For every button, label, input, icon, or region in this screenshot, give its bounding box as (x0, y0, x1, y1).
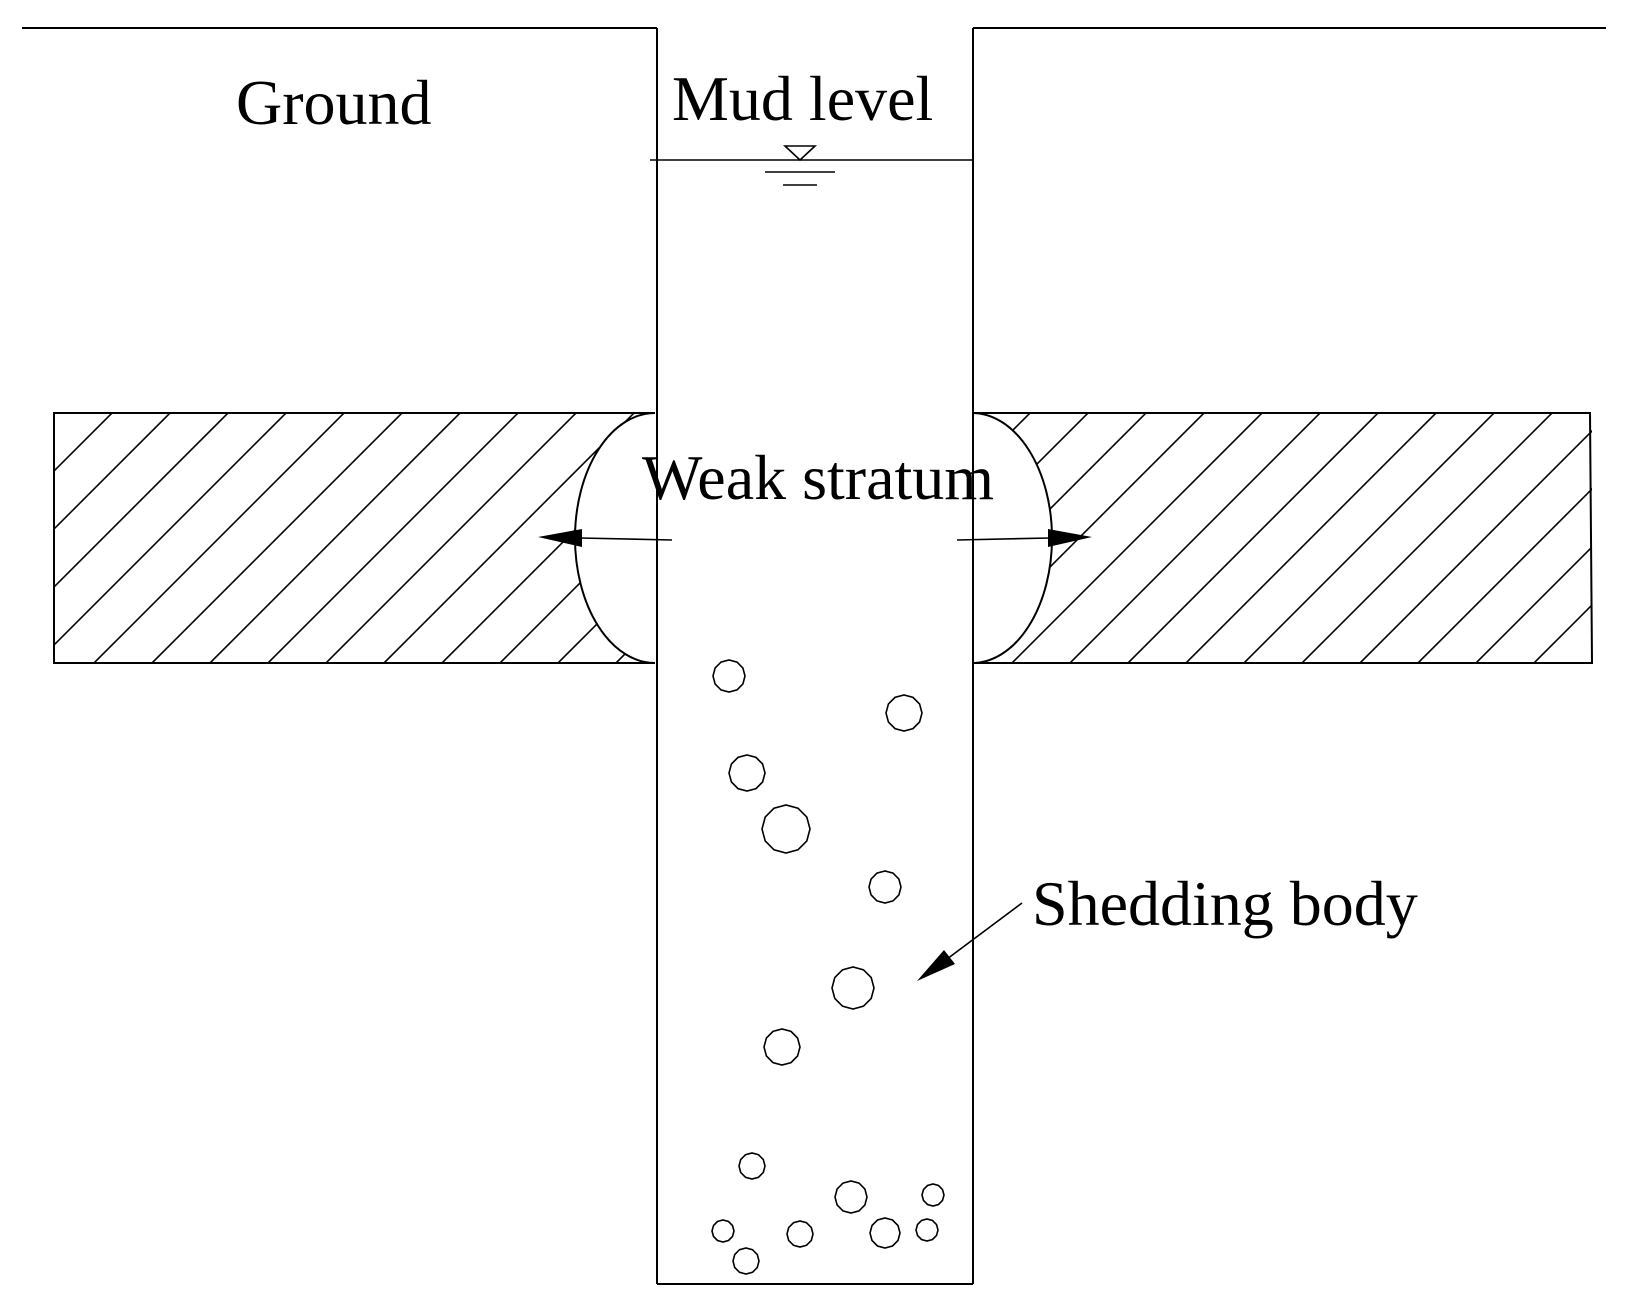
hatch-line (1417, 413, 1592, 663)
shedding-particle (831, 966, 875, 1010)
shedding-particle (712, 659, 746, 693)
hatch-line (1127, 413, 1379, 663)
borehole (656, 28, 974, 1285)
hatch-line (54, 413, 287, 663)
shedding-particle (761, 804, 811, 854)
hatch-line (151, 413, 403, 663)
shedding-body-pointer (917, 902, 1023, 981)
hatch-line (1301, 413, 1553, 663)
shedding-particle (786, 1220, 814, 1248)
hatch-line (1185, 413, 1437, 663)
shedding-particle (834, 1180, 868, 1214)
mud-level-marker (650, 145, 973, 186)
shedding-particle (885, 694, 923, 732)
hatch-line (209, 413, 461, 663)
expansion-arrow-right (956, 529, 1092, 547)
ground-label: Ground (236, 67, 432, 138)
hatch-line (1359, 413, 1592, 663)
hatch-line (93, 413, 345, 663)
shedding-particle (711, 1219, 735, 1243)
shedding-particle (869, 1217, 901, 1249)
shedding-particle (921, 1183, 945, 1207)
hatch-line (54, 413, 229, 663)
hatch-line (1243, 413, 1495, 663)
shedding-body-label: Shedding body (1032, 868, 1418, 939)
hatch-line (1533, 413, 1592, 663)
shedding-particle (738, 1152, 766, 1180)
mud-level-label: Mud level (672, 63, 933, 134)
weak-stratum-label: Weak stratum (642, 442, 994, 513)
shedding-body-particles (711, 659, 945, 1275)
hatch-line (325, 413, 577, 663)
shedding-particle (915, 1218, 939, 1242)
hatch-line (267, 413, 519, 663)
shedding-particle (763, 1028, 801, 1066)
shedding-particle (868, 870, 902, 904)
hatch-line (1011, 413, 1263, 663)
hatch-line (1591, 413, 1592, 663)
hatch-line (1475, 413, 1592, 663)
hatch-line (972, 413, 1089, 663)
expansion-arrow-left (538, 529, 673, 547)
hatch-line (383, 413, 635, 663)
shedding-particle (732, 1247, 760, 1275)
hatch-line (54, 413, 113, 663)
hatch-line (54, 413, 171, 663)
hatch-line (54, 413, 55, 663)
hatch-line (1069, 413, 1321, 663)
shedding-particle (728, 754, 766, 792)
